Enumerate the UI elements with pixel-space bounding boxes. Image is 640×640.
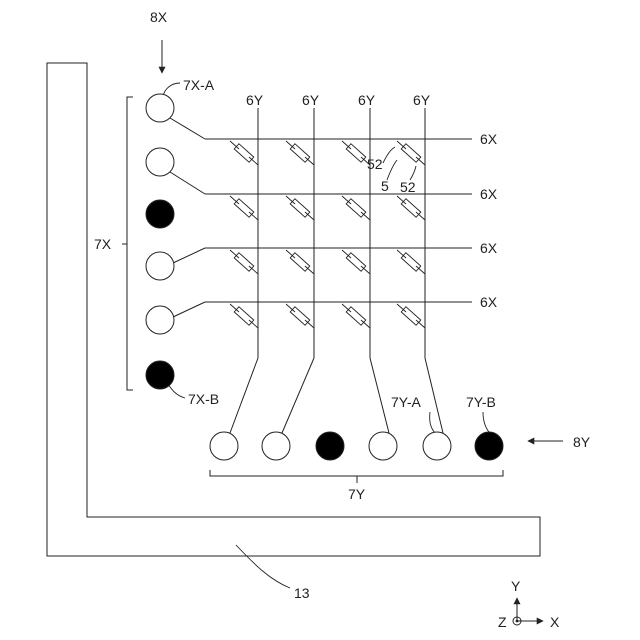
sensor-element <box>230 250 258 274</box>
pads-y-group <box>210 432 503 460</box>
arrow-y-label: 8Y <box>573 434 591 450</box>
pad-x-6 <box>146 361 174 389</box>
pad-x-b-label: 7X-B <box>188 391 219 407</box>
wiring-x-label-2: 6X <box>480 186 498 202</box>
pad-x-5 <box>146 306 174 334</box>
pad-y-2 <box>262 432 290 460</box>
wiring-y-lead-3 <box>370 358 389 433</box>
pad-x-3 <box>146 200 174 228</box>
group-x-label: 7X <box>94 236 112 252</box>
sensor-element <box>397 196 425 220</box>
pad-x-4 <box>146 252 174 280</box>
brace-y <box>210 470 503 483</box>
electrode-label-2: 52 <box>400 179 416 195</box>
substrate-outline <box>47 63 540 556</box>
wiring-x-lead-1 <box>170 118 205 139</box>
pad-x-1 <box>146 94 174 122</box>
axis-z-label: Z <box>498 614 507 630</box>
wiring-x-label-3: 6X <box>480 240 498 256</box>
sensor-element <box>286 196 314 220</box>
pad-x-b-leader <box>168 384 185 398</box>
pad-x-2 <box>146 148 174 176</box>
pad-y-b-label: 7Y-B <box>466 394 496 410</box>
wiring-x-label-4: 6X <box>480 294 498 310</box>
sensor-element <box>230 196 258 220</box>
pad-y-a-leader <box>430 412 436 434</box>
wiring-x-lead-4 <box>173 302 205 317</box>
sensor-element <box>230 141 258 165</box>
wiring-x-label-1: 6X <box>480 131 498 147</box>
sensor-element <box>397 304 425 328</box>
pad-x-a-label: 7X-A <box>183 77 215 93</box>
sensor-element <box>342 196 370 220</box>
wiring-y-label-1: 6Y <box>246 92 264 108</box>
sensor-element <box>230 304 258 328</box>
pad-y-5 <box>423 432 451 460</box>
sensor-element <box>342 141 370 165</box>
pad-y-b-leader <box>483 412 489 432</box>
axis-y-label: Y <box>511 578 521 594</box>
wiring-x-group: 6X 6X 6X 6X <box>170 118 498 317</box>
wiring-y-label-3: 6Y <box>358 92 376 108</box>
pad-x-a-leader <box>163 83 180 96</box>
sensor-element <box>397 141 425 165</box>
pad-y-a-label: 7Y-A <box>391 394 422 410</box>
electrode-leader-1 <box>383 147 395 163</box>
electrode-leader-2 <box>410 166 416 180</box>
wiring-y-lead-1 <box>230 358 258 433</box>
sensor-element <box>342 250 370 274</box>
substrate-leader <box>236 545 290 588</box>
substrate-label: 13 <box>294 585 310 601</box>
axis-x-label: X <box>550 614 560 630</box>
pads-x-group <box>146 94 174 389</box>
pad-y-3 <box>316 432 344 460</box>
sensor-element <box>286 250 314 274</box>
wiring-y-lead-2 <box>282 358 314 433</box>
wiring-y-lead-4 <box>425 358 443 433</box>
arrow-x-label: 8X <box>150 9 168 25</box>
wiring-y-group: 6Y 6Y 6Y 6Y <box>230 92 443 433</box>
axis-z-dot <box>516 620 519 623</box>
pad-y-4 <box>369 432 397 460</box>
sensor-element <box>397 250 425 274</box>
wiring-y-label-2: 6Y <box>302 92 320 108</box>
pad-y-1 <box>210 432 238 460</box>
wiring-y-label-4: 6Y <box>413 92 431 108</box>
element-label: 5 <box>381 178 389 194</box>
element-leader <box>387 160 397 180</box>
group-y-label: 7Y <box>348 486 366 502</box>
sensor-element <box>286 141 314 165</box>
sensor-element <box>286 304 314 328</box>
sensor-element <box>342 304 370 328</box>
pad-y-6 <box>475 432 503 460</box>
element-group <box>230 141 425 328</box>
wiring-x-lead-2 <box>170 172 205 194</box>
wiring-x-lead-3 <box>173 248 205 263</box>
brace-x <box>122 97 133 390</box>
